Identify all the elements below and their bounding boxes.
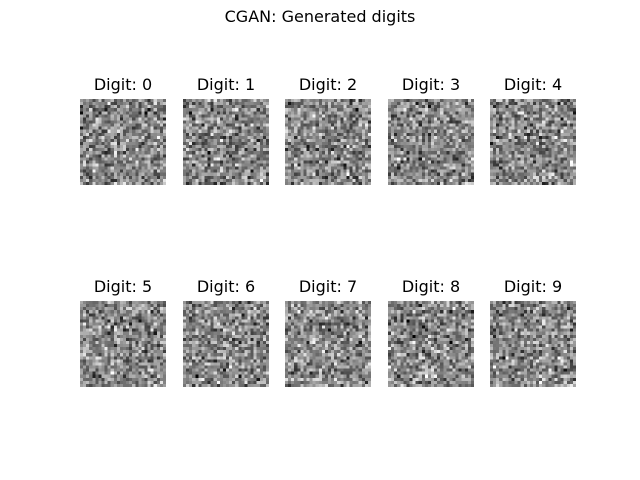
panel-title: Digit: 6: [196, 277, 256, 296]
panel-title: Digit: 7: [298, 277, 358, 296]
generated-digit-image: [80, 99, 166, 185]
panel-title: Digit: 8: [401, 277, 461, 296]
figure-title: CGAN: Generated digits: [224, 7, 416, 26]
panel-title: Digit: 0: [93, 75, 153, 94]
generated-digit-image: [388, 301, 474, 387]
panel-title: Digit: 9: [503, 277, 563, 296]
panel-title: Digit: 5: [93, 277, 153, 296]
panel-title: Digit: 1: [196, 75, 256, 94]
generated-digit-image: [388, 99, 474, 185]
generated-digit-image: [490, 99, 576, 185]
generated-digit-image: [183, 99, 269, 185]
generated-digit-image: [80, 301, 166, 387]
panel-title: Digit: 2: [298, 75, 358, 94]
panel-title: Digit: 3: [401, 75, 461, 94]
panel-title: Digit: 4: [503, 75, 563, 94]
generated-digit-image: [183, 301, 269, 387]
generated-digit-image: [490, 301, 576, 387]
generated-digit-image: [285, 301, 371, 387]
generated-digit-image: [285, 99, 371, 185]
